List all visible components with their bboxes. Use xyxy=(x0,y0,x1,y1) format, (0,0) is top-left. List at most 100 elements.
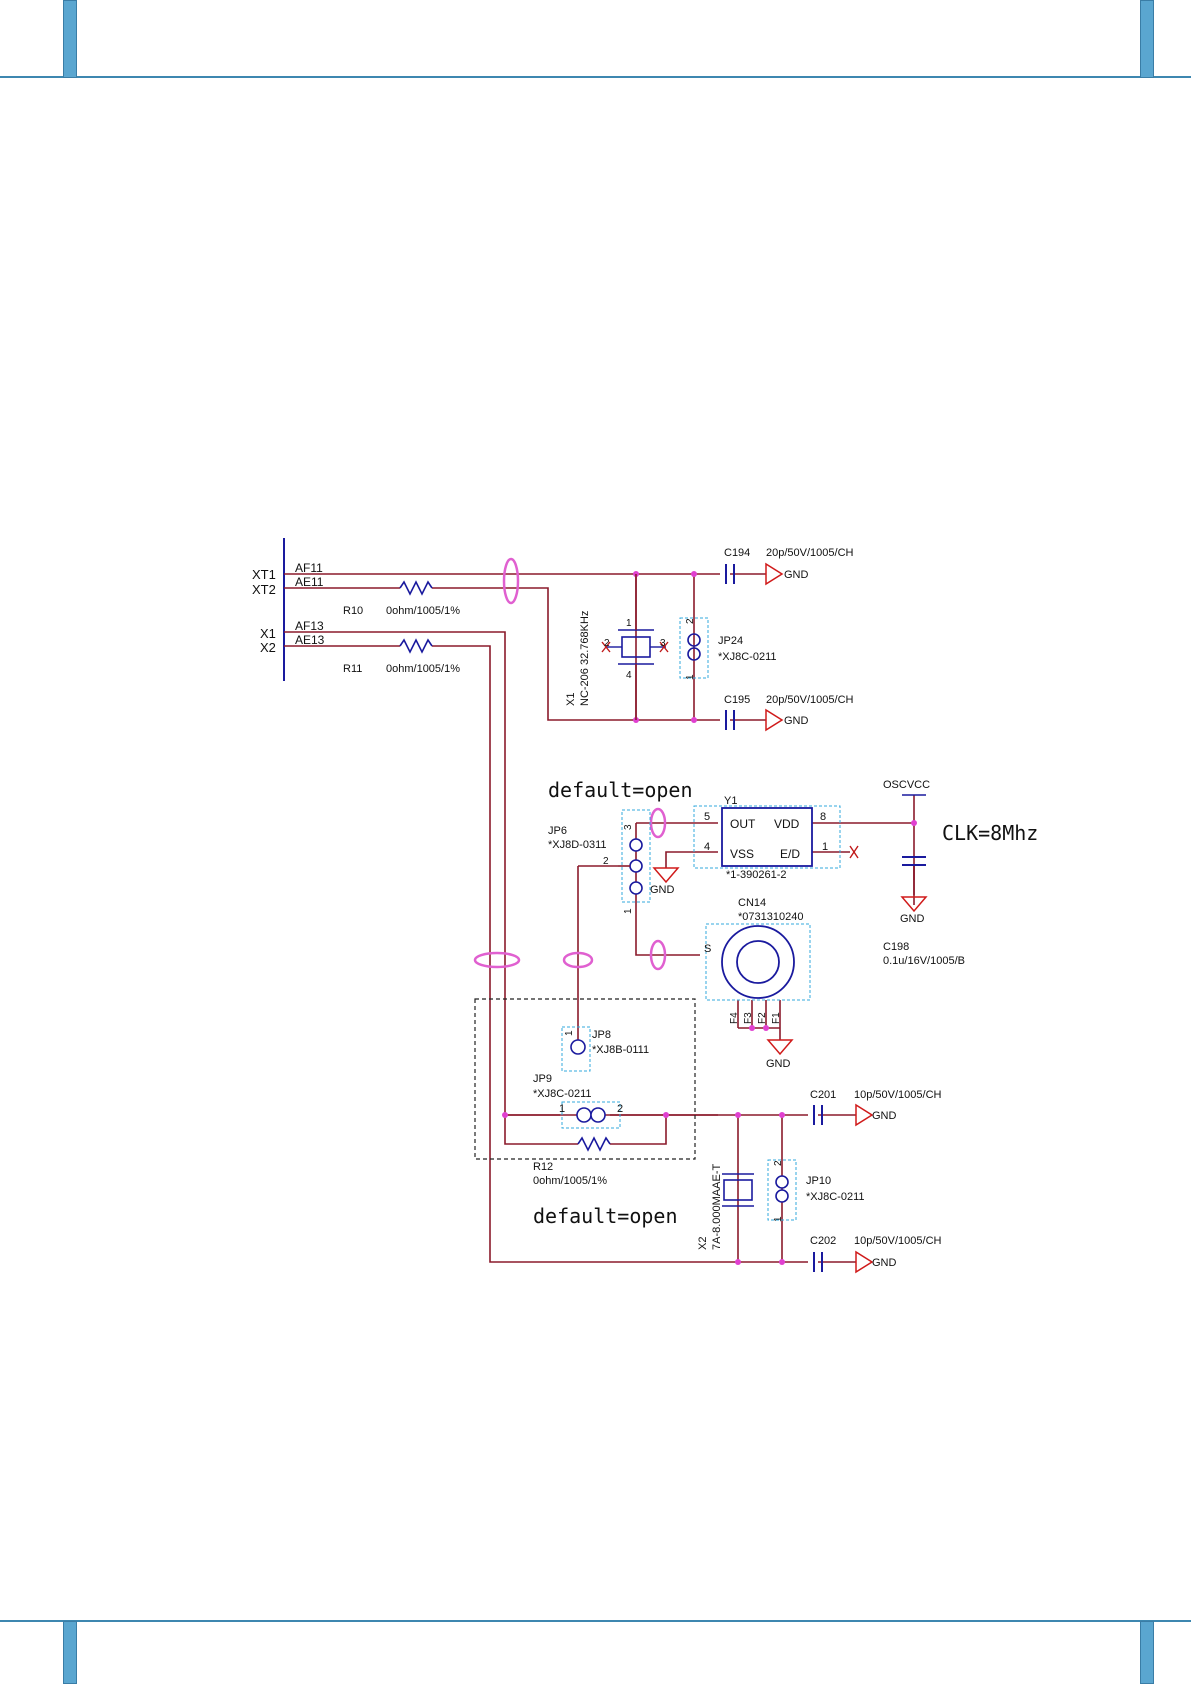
wires xyxy=(283,538,915,1263)
jp6-pin-2: 2 xyxy=(603,856,609,867)
cn14-ref: CN14 xyxy=(738,897,766,909)
pin-name-ae11: AE11 xyxy=(295,575,324,589)
y1-vdd: VDD xyxy=(774,817,800,831)
c202-ref: C202 xyxy=(810,1235,836,1247)
differential-pair-markers xyxy=(473,557,667,971)
jp8-value: *XJ8B-0111 xyxy=(592,1044,649,1056)
c201-value: 10p/50V/1005/CH xyxy=(854,1089,942,1101)
y1-out: OUT xyxy=(730,817,756,831)
crystal-x2 xyxy=(722,1173,754,1207)
r11-symbol xyxy=(399,638,433,654)
x1-ref: X1 xyxy=(565,693,577,706)
c201-gnd: GND xyxy=(872,1110,897,1122)
y1-vss: VSS xyxy=(730,847,754,861)
jp8-pin-1: 1 xyxy=(564,1030,575,1036)
pin-name-af13: AF13 xyxy=(295,619,324,633)
jumper-jp8 xyxy=(561,1026,591,1072)
crystal-x1 xyxy=(601,574,669,720)
r12-ref: R12 xyxy=(533,1161,553,1173)
jp6-gnd: GND xyxy=(650,884,675,896)
junction-dots xyxy=(502,571,917,1265)
jp10-value: *XJ8C-0211 xyxy=(806,1191,865,1203)
c198-gnd: GND xyxy=(900,913,925,925)
r11-ref: R11 xyxy=(343,663,362,675)
y1-value: *1-390261-2 xyxy=(726,869,787,881)
jp6-ref: JP6 xyxy=(548,825,567,837)
c195-gnd: GND xyxy=(784,715,809,727)
jp10-pin-2: 2 xyxy=(773,1160,784,1166)
capacitor-symbols xyxy=(725,564,926,1272)
jp6-pin-1: 1 xyxy=(623,908,634,914)
x2-ref: X2 xyxy=(697,1237,709,1250)
x1-pin-4: 4 xyxy=(626,670,632,681)
jp24-ref: JP24 xyxy=(718,635,743,647)
jumper-jp6 xyxy=(618,809,651,903)
note-default-open-top: default=open xyxy=(548,778,693,802)
c195-ref: C195 xyxy=(724,694,750,706)
jp8-ref: JP8 xyxy=(592,1029,611,1041)
jp6-value: *XJ8D-0311 xyxy=(548,839,607,851)
cn14-pin-f1: F1 xyxy=(771,1012,782,1024)
x1-value: NC-206 32.768KHz xyxy=(579,611,591,706)
jp24-pin-2: 2 xyxy=(685,618,696,624)
cn14-pin-f4: F4 xyxy=(729,1012,740,1024)
c194-value: 20p/50V/1005/CH xyxy=(766,547,854,559)
jumper-jp9 xyxy=(561,1101,621,1129)
jp6-pin-3: 3 xyxy=(623,824,634,830)
x1-pin-1: 1 xyxy=(626,618,632,629)
jp10-pin-1: 1 xyxy=(773,1216,784,1222)
y1-pin-1: 1 xyxy=(822,841,828,853)
net-label-xt1: XT1 xyxy=(252,567,276,582)
header-tab-right xyxy=(1140,0,1154,78)
jumper-jp10 xyxy=(767,1159,797,1221)
cn14-gnd: GND xyxy=(766,1058,791,1070)
y1-ed: E/D xyxy=(780,847,800,861)
c198-ref: C198 xyxy=(883,941,909,953)
pin-name-af11: AF11 xyxy=(295,561,323,575)
clk-label: CLK=8Mhz xyxy=(942,821,1038,845)
jumper-jp24 xyxy=(679,617,709,679)
x2-value: 7A-8.000MAAE-T xyxy=(711,1164,723,1250)
header-rule xyxy=(0,76,1191,78)
connector-cn14 xyxy=(705,923,811,1001)
cn14-pin-f3: F3 xyxy=(743,1012,754,1024)
resistor-symbols xyxy=(399,580,611,1152)
jp10-ref: JP10 xyxy=(806,1175,831,1187)
x1-pin-3: 3 xyxy=(660,638,666,649)
r10-value: 0ohm/1005/1% xyxy=(386,605,460,617)
y1-pin-8: 8 xyxy=(820,811,826,823)
pin-name-ae13: AE13 xyxy=(295,633,325,647)
jp9-ref: JP9 xyxy=(533,1073,552,1085)
net-label-x2: X2 xyxy=(260,640,276,655)
header-tab-left xyxy=(63,0,77,78)
footer-rule xyxy=(0,1620,1191,1622)
jp9-pin-1: 1 xyxy=(559,1103,565,1115)
y1-pin-5: 5 xyxy=(704,811,710,823)
c202-value: 10p/50V/1005/CH xyxy=(854,1235,942,1247)
c195-value: 20p/50V/1005/CH xyxy=(766,694,854,706)
oscillator-y1 xyxy=(693,794,926,869)
jp24-value: *XJ8C-0211 xyxy=(718,651,777,663)
jp9-r12-option-box xyxy=(474,998,696,1160)
net-label-xt2: XT2 xyxy=(252,582,276,597)
cn14-value: *0731310240 xyxy=(738,911,803,923)
jp24-pin-1: 1 xyxy=(685,674,696,680)
c202-gnd: GND xyxy=(872,1257,897,1269)
cn14-pin-s: S xyxy=(704,943,711,955)
y1-ref: Y1 xyxy=(724,795,737,807)
jp9-value: *XJ8C-0211 xyxy=(533,1088,592,1100)
r10-symbol xyxy=(399,580,433,596)
r12-value: 0ohm/1005/1% xyxy=(533,1175,607,1187)
r11-value: 0ohm/1005/1% xyxy=(386,663,460,675)
r10-ref: R10 xyxy=(343,605,363,617)
note-default-open-bottom: default=open xyxy=(533,1204,678,1228)
c201-ref: C201 xyxy=(810,1089,836,1101)
c194-gnd: GND xyxy=(784,569,809,581)
jp9-pin-2: 2 xyxy=(617,1103,623,1115)
net-label-x1: X1 xyxy=(260,626,276,641)
osc-net-label: OSCVCC xyxy=(883,779,930,791)
y1-pin-4: 4 xyxy=(704,841,710,853)
cn14-pin-f2: F2 xyxy=(757,1012,768,1024)
